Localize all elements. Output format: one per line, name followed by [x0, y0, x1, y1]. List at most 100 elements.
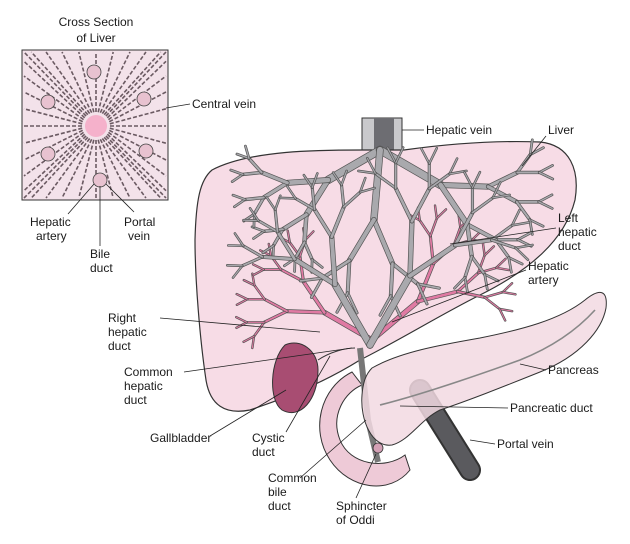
- hepatic-vein-branch: [517, 231, 532, 241]
- leader-portal-vein-inset: [105, 183, 135, 213]
- portal-vein-branch: [332, 172, 343, 186]
- portal-vein-branch: [359, 187, 376, 193]
- hepatic-artery-branch: [236, 293, 248, 300]
- hepatocyte-plate: [97, 51, 114, 113]
- portal-vein-branch: [257, 219, 279, 233]
- hepatic-vein-branch: [294, 241, 306, 260]
- hepatocyte-plate: [23, 135, 87, 199]
- hepatocyte-plate: [45, 51, 91, 114]
- portal-vein-branch: [266, 196, 276, 211]
- hepatic-vein-branch: [310, 277, 324, 299]
- portal-vein-branch: [463, 171, 474, 189]
- hepatic-artery-branch: [456, 290, 486, 299]
- hepatic-artery-branch: [429, 217, 438, 237]
- hepatocyte-plate: [45, 138, 91, 199]
- portal-vein-branch: [249, 207, 259, 222]
- portal-vein-branch: [359, 177, 366, 193]
- hepatic-vein-branch: [346, 259, 351, 295]
- hepatic-vein-branch: [538, 164, 554, 174]
- hepatic-vein-branch: [389, 262, 394, 298]
- hepatocyte-plate: [23, 129, 84, 161]
- hepatic-vein-branch: [346, 291, 358, 314]
- portal-vein-branch: [408, 219, 414, 278]
- inset-central-vein: [85, 115, 107, 137]
- hepatocyte-plate: [107, 131, 167, 177]
- leader-liver: [521, 135, 547, 167]
- portal-vein-branch: [261, 255, 296, 261]
- label-left-hepatic-duct-2: hepatic: [558, 225, 597, 239]
- leader-common-hepatic-duct: [183, 347, 353, 373]
- hepatic-vein-branch: [370, 147, 383, 223]
- hepatic-artery-branch: [484, 291, 504, 298]
- label-portal-vein-inset-2: vein: [128, 229, 150, 243]
- hepatic-artery-branch: [259, 249, 272, 257]
- leader-pancreatic-duct: [399, 405, 509, 409]
- portal-vein-branch: [492, 194, 511, 199]
- portal-vein-branch: [428, 173, 451, 190]
- hepatic-vein-branch: [484, 273, 488, 290]
- hepatic-vein-branch: [241, 171, 263, 176]
- portal-triad: [86, 64, 102, 80]
- hepatic-vein-branch: [230, 169, 244, 176]
- leader-central-vein: [165, 103, 191, 109]
- portal-triads: [40, 64, 154, 188]
- inset-title-line1: Cross Section: [59, 15, 134, 29]
- hepatic-vein-branch: [311, 258, 323, 269]
- portal-triad: [138, 143, 154, 159]
- label-hepatic-vein: Hepatic vein: [426, 123, 492, 137]
- hepatic-artery-branch: [252, 269, 265, 276]
- hepatic-vein-branch: [538, 171, 554, 180]
- hepatic-artery-branch: [235, 316, 248, 323]
- portal-triad: [40, 94, 56, 110]
- hepatic-vein-branch: [529, 139, 533, 156]
- hepatocyte-plate: [105, 51, 167, 117]
- label-left-hepatic-duct-1: Left: [558, 211, 579, 225]
- hepatic-artery-branch: [495, 267, 510, 271]
- hepatic-vein-branch: [232, 194, 246, 201]
- hepatic-artery-branch: [253, 321, 265, 337]
- label-cystic-duct-2: duct: [252, 445, 275, 459]
- portal-vein-branch: [242, 245, 264, 258]
- hepatocyte-plate: [108, 91, 167, 123]
- hepatocyte-plate: [99, 138, 131, 199]
- hepatic-vein-branch: [299, 277, 324, 282]
- portal-vein-branch: [366, 157, 376, 174]
- portal-triad: [92, 172, 108, 188]
- portal-vein-branch: [471, 171, 481, 189]
- portal-vein-branch: [428, 147, 438, 165]
- portal-vein-branch: [395, 147, 404, 164]
- label-liver: Liver: [548, 123, 574, 137]
- hepatocyte-plate: [101, 51, 147, 114]
- leader-hepatic-artery-inset: [67, 183, 95, 215]
- label-portal-vein: Portal vein: [497, 437, 554, 451]
- hepatic-vein-branch: [281, 213, 308, 231]
- portal-vein-branch: [294, 197, 316, 211]
- hepatic-artery-branch: [252, 263, 265, 271]
- portal-vein-branch: [313, 208, 333, 239]
- hepatic-artery-branch: [302, 280, 326, 314]
- portal-vein-branch: [241, 256, 264, 267]
- hepatocyte-plate: [103, 51, 162, 116]
- hepatocyte-plate: [61, 51, 93, 114]
- hepatocyte-plate: [23, 51, 87, 117]
- hepatic-vein-branch: [438, 182, 470, 227]
- hepatic-artery-branch: [419, 219, 431, 237]
- hepatic-vein-branch: [391, 262, 419, 286]
- hepatic-vein-branch: [252, 230, 265, 240]
- hepatic-artery-branch: [236, 298, 248, 306]
- hepatic-artery-branch: [285, 309, 326, 314]
- hepatocyte-plate: [23, 60, 86, 119]
- hepatic-artery-branch: [502, 282, 513, 293]
- hepatic-vein-branch: [484, 273, 499, 282]
- hepatic-artery-branch: [484, 296, 501, 310]
- portal-vein-branch: [515, 244, 534, 249]
- hepatic-vein-branch: [233, 198, 246, 208]
- hepatic-artery-branch: [436, 208, 447, 219]
- hepatic-artery-branch: [243, 279, 255, 286]
- label-hepatic-artery-2: artery: [528, 273, 559, 287]
- hepatic-vein-branch: [464, 276, 469, 293]
- hepatocyte-plate: [109, 127, 167, 144]
- portal-vein-branch: [286, 185, 297, 200]
